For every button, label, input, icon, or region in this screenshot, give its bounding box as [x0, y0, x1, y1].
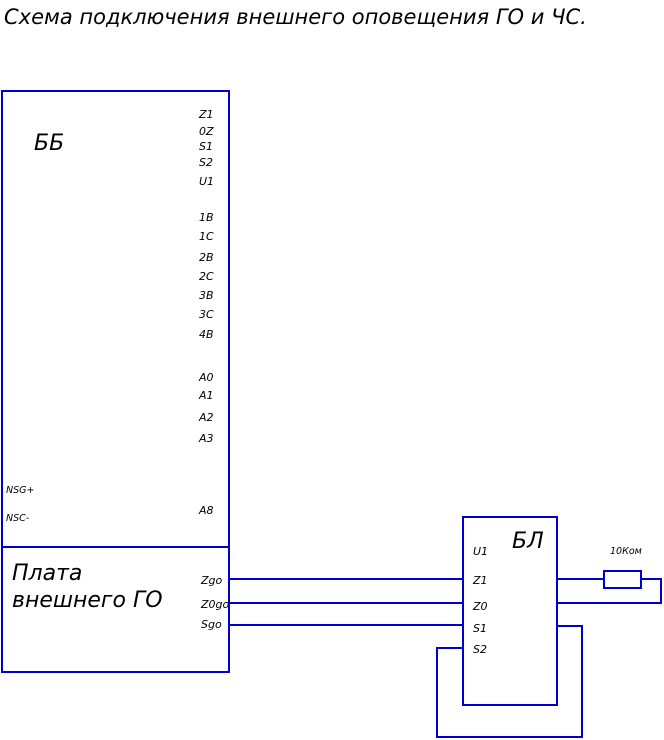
- bl-pin-z0: Z0: [472, 600, 488, 613]
- plate-block: [1, 546, 230, 673]
- plate-pin-zgo: Zgo: [200, 574, 223, 587]
- resistor-label: 10Ком: [610, 546, 642, 557]
- plate-label-line1: Плата: [12, 561, 82, 586]
- bb-pin-0z: 0Z: [199, 125, 214, 138]
- bb-pin-a8: A8: [198, 504, 214, 517]
- bb-pin-a3: A3: [198, 432, 214, 445]
- bb-pin-u1: U1: [199, 175, 214, 188]
- bl-pin-s2: S2: [473, 643, 487, 656]
- bl-pin-u1: U1: [473, 545, 488, 558]
- bb-pin-2c: 2C: [199, 270, 214, 283]
- bb-label: ББ: [34, 131, 64, 156]
- bb-pin-s1: S1: [199, 140, 213, 153]
- bl-pin-z1: Z1: [472, 574, 488, 587]
- plate-pin-z0go: Z0go: [200, 598, 230, 611]
- bb-pin-3b: 3B: [199, 289, 214, 302]
- bb-block: [1, 90, 230, 548]
- bl-block: [462, 516, 558, 706]
- bb-pin-1c: 1C: [199, 230, 214, 243]
- wire-s2-loop: [436, 625, 583, 738]
- resistor: [603, 570, 642, 589]
- diagram-title: Схема подключения внешнего оповещения ГО…: [4, 5, 587, 29]
- bb-pin-a2: A2: [198, 411, 214, 424]
- bb-pin-nsg-plus: NSG+: [6, 485, 34, 496]
- bl-pin-s1: S1: [473, 622, 487, 635]
- bb-pin-4b: 4B: [199, 328, 214, 341]
- bb-pin-z1: Z1: [198, 108, 214, 121]
- bb-pin-2b: 2B: [199, 251, 214, 264]
- bb-pin-3c: 3C: [199, 308, 214, 321]
- bb-pin-a1: A1: [198, 389, 214, 402]
- plate-pin-sgo: Sgo: [201, 618, 222, 631]
- bb-pin-nsc-minus: NSC-: [6, 513, 30, 524]
- bb-pin-a0: A0: [198, 371, 214, 384]
- bb-pin-labels: Z1 0Z S1 S2 U1 1B 1C 2B 2C 3B 3C 4B A0 A…: [6, 108, 214, 524]
- bb-pin-1b: 1B: [199, 211, 214, 224]
- plate-label-line2: внешнего ГО: [12, 588, 163, 613]
- bl-label: БЛ: [512, 529, 544, 554]
- bb-pin-s2: S2: [199, 156, 213, 169]
- wire-resistor-z0: [557, 578, 662, 604]
